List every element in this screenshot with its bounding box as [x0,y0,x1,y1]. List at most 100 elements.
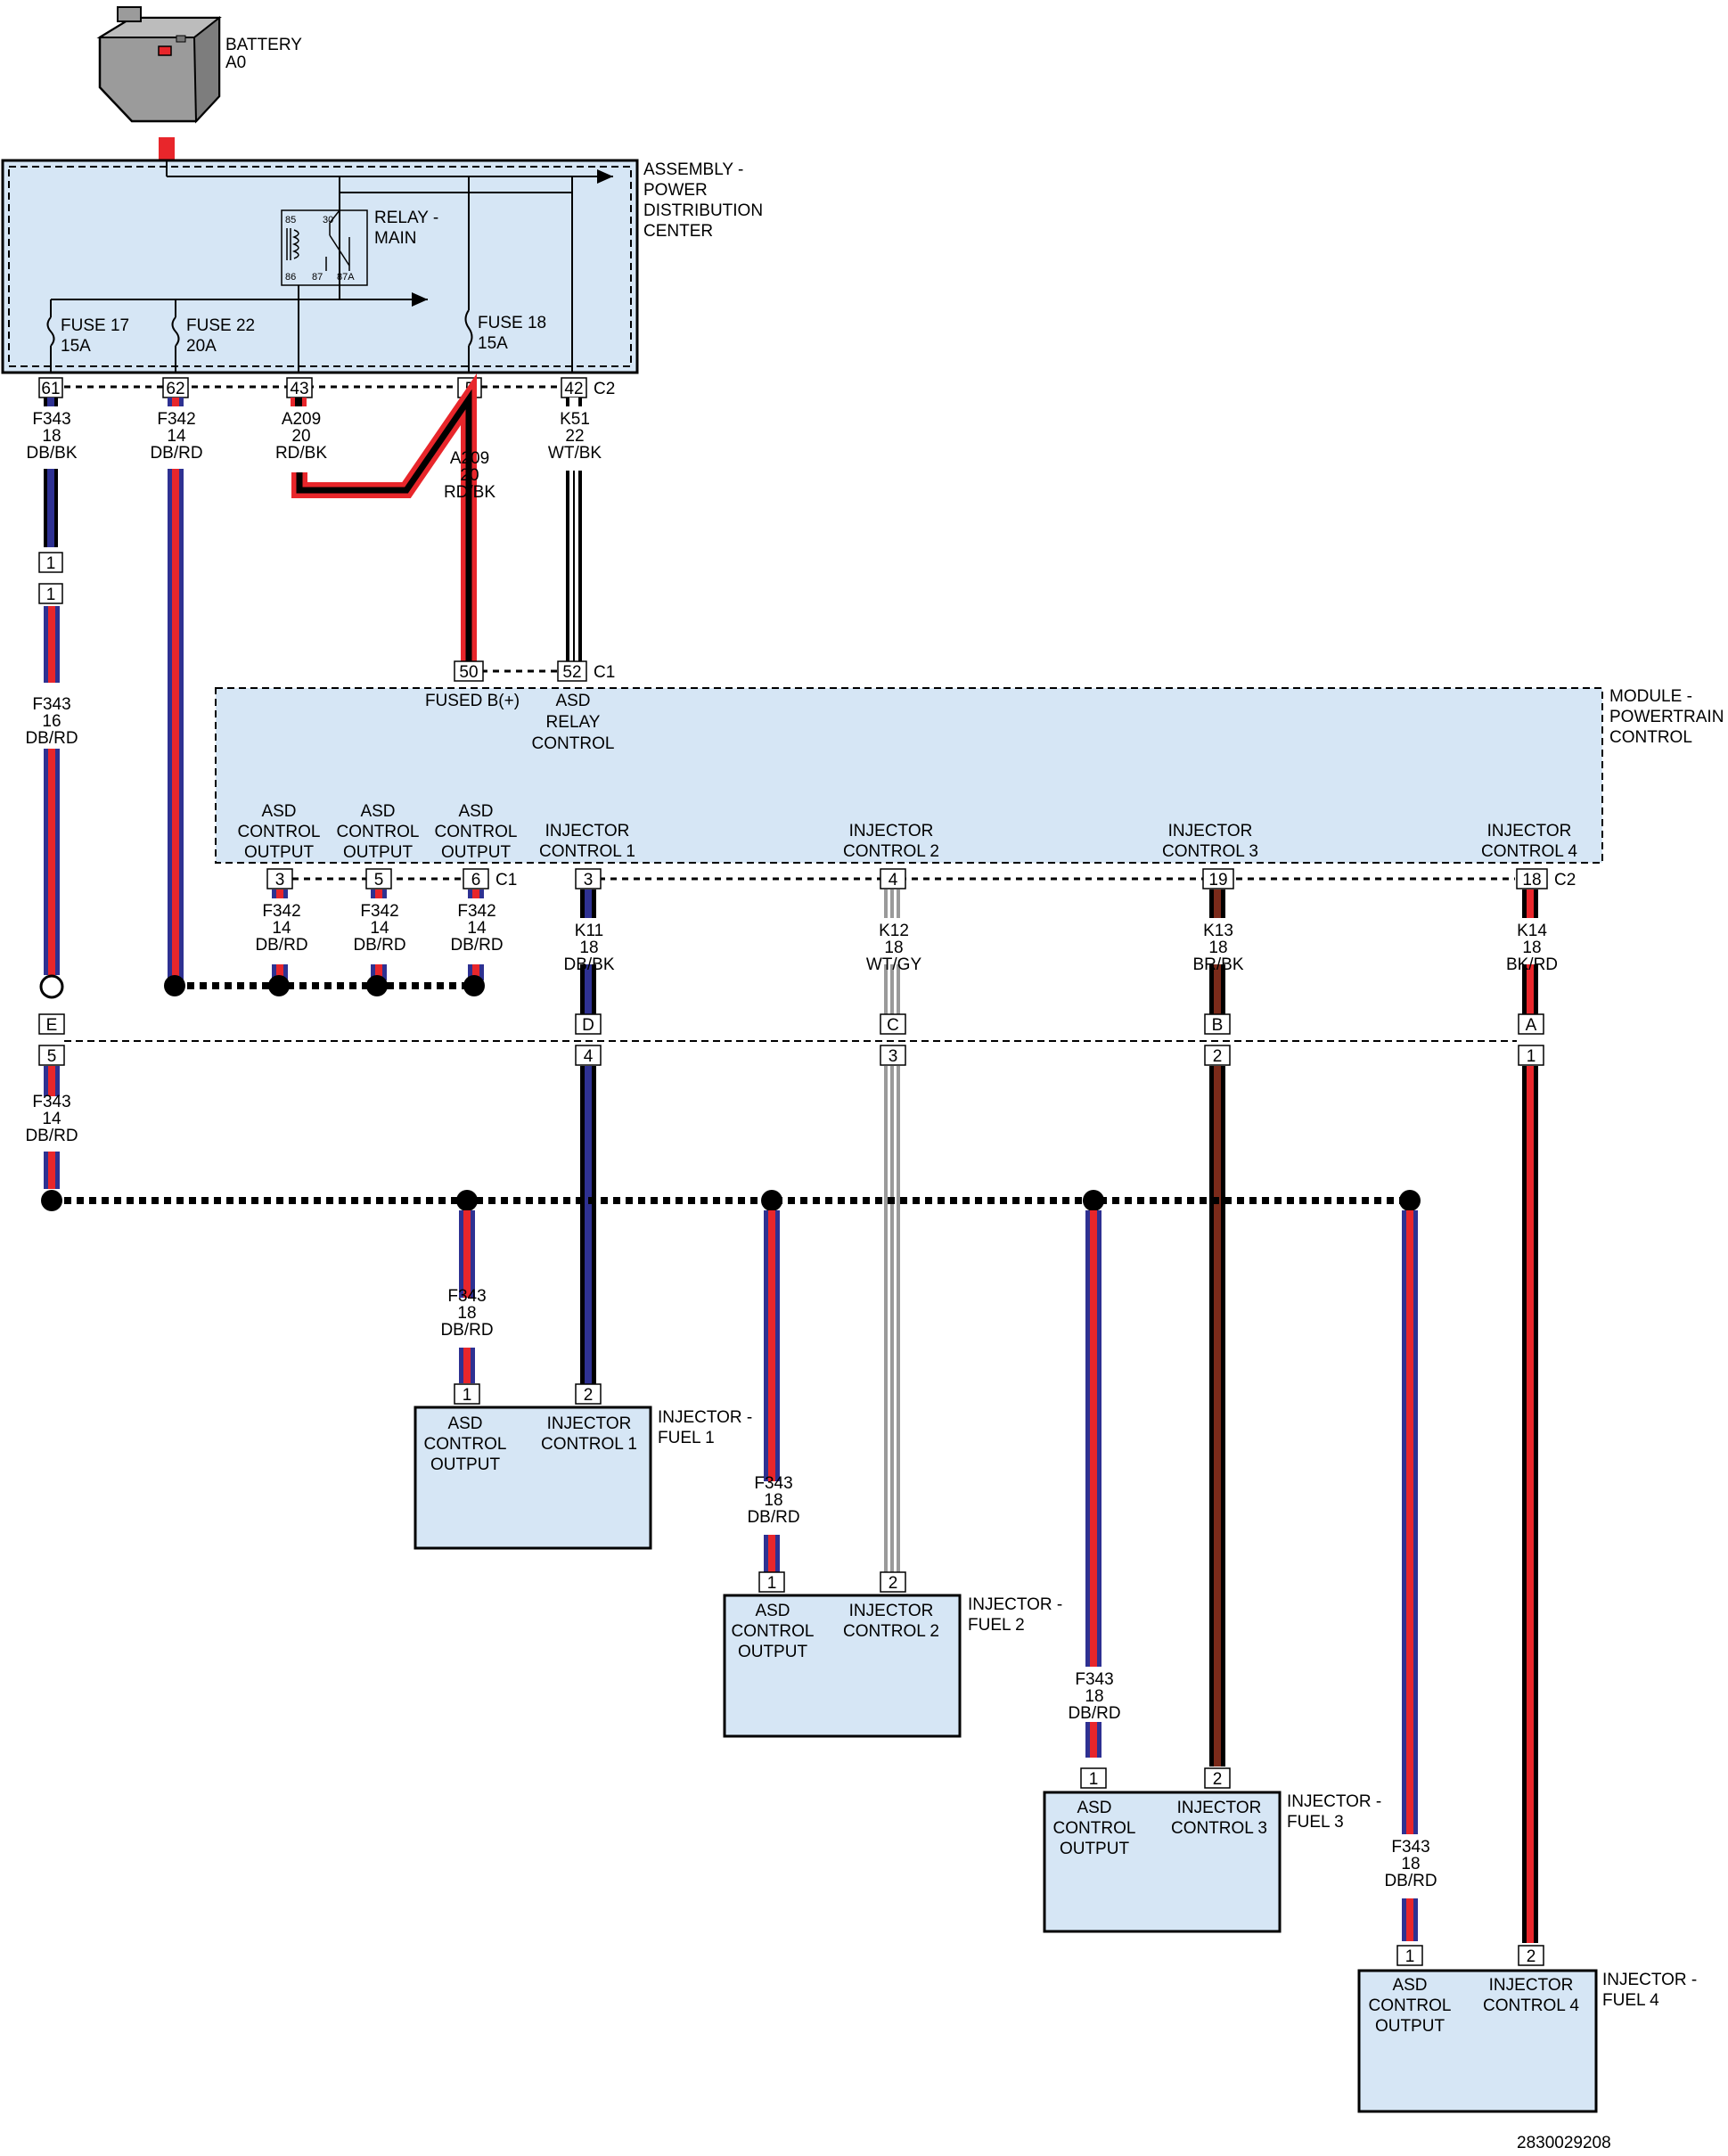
relay-pin-30: 30 [323,215,333,225]
injector-2-title: INJECTOR -FUEL 2 [968,1595,1062,1635]
injector-fuel-4 [1357,1945,1598,2113]
wire-f343-dbbk [44,398,58,547]
relay-main-icon [281,209,368,286]
injector-2-pin2: 2 [889,1574,898,1593]
inline2-bottom-3: 3 [889,1047,898,1066]
inline1-bottom-label: 1 [46,586,56,604]
splice-f343-node-1 [456,1190,478,1211]
injector-fuel-1 [414,1383,652,1550]
splice-f342-node-2 [268,975,290,996]
wire-a209-route [291,373,477,670]
relay-pin-85: 85 [285,215,296,225]
inline2-pins [38,1013,1544,1066]
pcm-c1-top: C1 [594,663,615,682]
pdc-pin-42: 42 [564,380,583,398]
wire-k11 [580,889,596,1014]
pdc-inner-dashed [8,166,632,367]
inline2-bottom-4: 4 [584,1047,594,1066]
pdc-pin-43: 43 [290,380,308,398]
inline1-top-pin [38,552,63,573]
relay-pin-87: 87 [312,272,323,283]
wire-f343-16 [44,606,60,975]
wire-f342-asd [272,889,484,980]
wire-f343-14 [44,1066,60,1189]
wire-k51 [566,398,582,670]
battery-icon [96,6,222,124]
inline2-top-d: D [582,1016,594,1035]
fuse-18-icon [464,309,473,347]
pcm-asd-pin-6: 6 [471,871,481,889]
inline2-top-c: C [887,1016,899,1035]
wire-k14-lower [1522,1066,1538,1943]
wire-k13 [1209,889,1225,1014]
fuse-17-icon [46,316,55,347]
wire-k11-lower [580,1066,596,1392]
relay-pin-87a: 87A [337,272,355,283]
pdc-internal-bus [50,160,613,373]
pcm-pin-50-label: 50 [459,663,478,682]
splice-f343-node-start [41,1190,62,1211]
figure-id: 2830029208 [1517,2134,1611,2152]
inline2-top-b: B [1212,1016,1224,1035]
injector-fuel-2 [723,1571,962,1738]
wire-k12-lower [884,1066,900,1581]
inline1-top-label: 1 [46,554,56,573]
pdc-box [1,159,639,374]
injector-fuel-3 [1043,1767,1282,1933]
injector-2-pin1: 1 [767,1574,777,1593]
pcm-asd-pin-3: 3 [275,871,285,889]
relay-label: RELAY -MAIN [374,209,438,248]
relay-pin-86: 86 [285,272,296,283]
pdc-pin-61: 61 [41,380,60,398]
injector-3-title: INJECTOR -FUEL 3 [1287,1792,1381,1832]
wire-k13-lower [1209,1066,1225,1767]
pdc-pin-62: 62 [166,380,184,398]
splice-f343-node-4 [1399,1190,1421,1211]
inline2-bottom-5: 5 [47,1047,57,1066]
inline2-top-e: E [46,1016,58,1035]
injector-4-pin1: 1 [1405,1947,1415,1966]
wire-feed-4 [1402,1210,1418,1941]
injector-4-title: INJECTOR -FUEL 4 [1602,1971,1697,2010]
pcm-pin-52-label: 52 [562,663,581,682]
pcm-pin-52 [557,660,587,682]
splice-f342-node-3 [366,975,388,996]
splice-f342-node-1 [164,975,185,996]
wire-f342-main [168,398,184,986]
inline2-top-a: A [1526,1016,1537,1035]
pcm-pin-50 [454,660,484,682]
injector-1-pin2: 2 [584,1386,594,1405]
pcm-fused-b-label: FUSED B(+) [425,692,520,710]
